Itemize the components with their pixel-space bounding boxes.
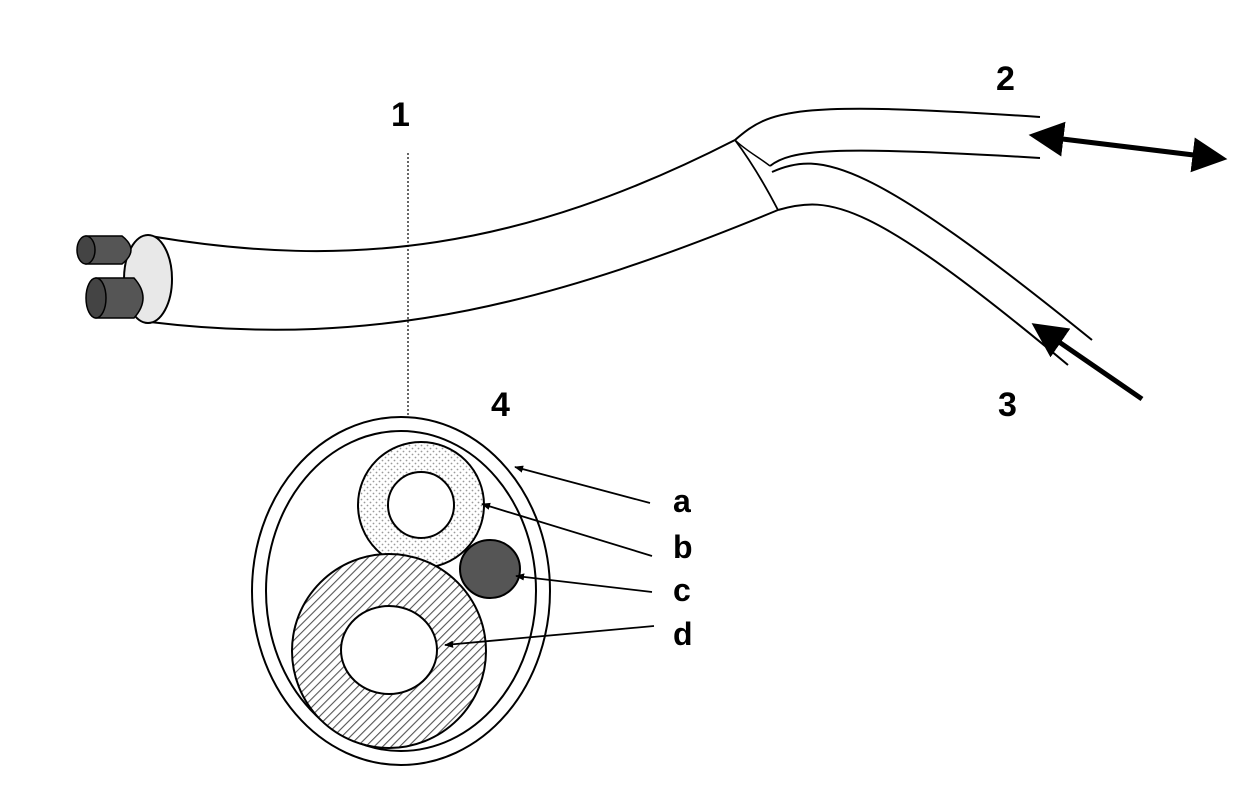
label-3: 3 <box>998 386 1017 424</box>
label-a: a <box>673 483 691 519</box>
fiber-end-lower <box>85 277 144 319</box>
label-d: d <box>673 616 693 652</box>
leader-lines <box>444 465 655 648</box>
cable-body <box>149 139 779 331</box>
branch-2 <box>734 107 1041 167</box>
label-1: 1 <box>391 96 410 134</box>
label-c: c <box>673 572 691 608</box>
leader-b <box>481 502 653 557</box>
leader-a <box>514 465 651 504</box>
core-c <box>459 539 521 599</box>
bidirectional-arrow <box>1028 121 1228 173</box>
label-4: 4 <box>491 386 510 424</box>
leader-d <box>444 625 655 648</box>
leader-c <box>515 573 653 593</box>
label-b: b <box>673 529 693 565</box>
branch-3 <box>771 162 1093 366</box>
incoming-arrow <box>1031 323 1144 402</box>
label-2: 2 <box>996 60 1015 98</box>
fiber-end-upper <box>76 235 132 265</box>
cross-section <box>251 416 551 766</box>
